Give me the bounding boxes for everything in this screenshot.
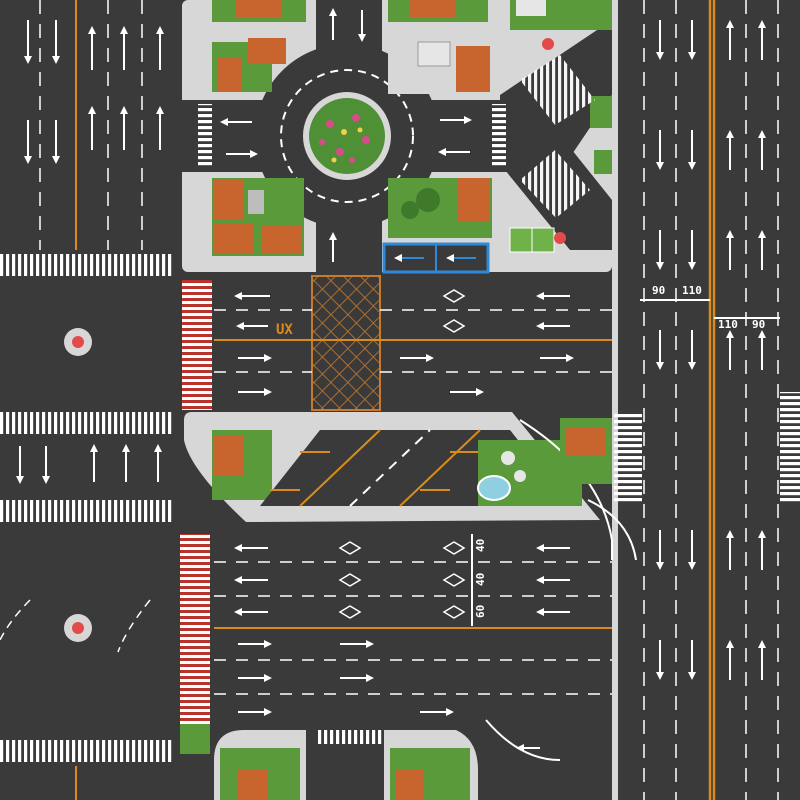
umbrella-icon xyxy=(554,232,566,244)
red-crosswalk xyxy=(182,280,212,410)
cross-street-lower: 40 40 60 xyxy=(180,534,612,761)
top-block-area xyxy=(182,0,612,274)
speed-label: 90 xyxy=(752,318,765,331)
speed-label: 40 xyxy=(474,539,487,552)
cross-street-upper: UX xyxy=(182,275,612,411)
speed-label: 60 xyxy=(474,605,487,618)
uturn-marking: UX xyxy=(276,322,293,338)
speed-label: 110 xyxy=(682,284,702,297)
box-junction xyxy=(311,275,381,411)
speed-label: 90 xyxy=(652,284,665,297)
house-roof xyxy=(236,0,282,18)
west-intersection xyxy=(0,328,172,800)
speed-label: 110 xyxy=(718,318,738,331)
umbrella-icon xyxy=(514,470,526,482)
median-parking-island xyxy=(184,412,600,522)
roundabout-garden-icon xyxy=(309,98,385,174)
umbrella-icon xyxy=(542,38,554,50)
east-highway: 90 110 110 90 xyxy=(519,0,800,800)
speed-label: 40 xyxy=(474,573,487,586)
red-crosswalk xyxy=(180,534,210,724)
umbrella-icon xyxy=(501,451,515,465)
bottom-blocks xyxy=(180,724,478,800)
west-arterial-north xyxy=(0,0,172,276)
pond-icon xyxy=(477,475,511,501)
